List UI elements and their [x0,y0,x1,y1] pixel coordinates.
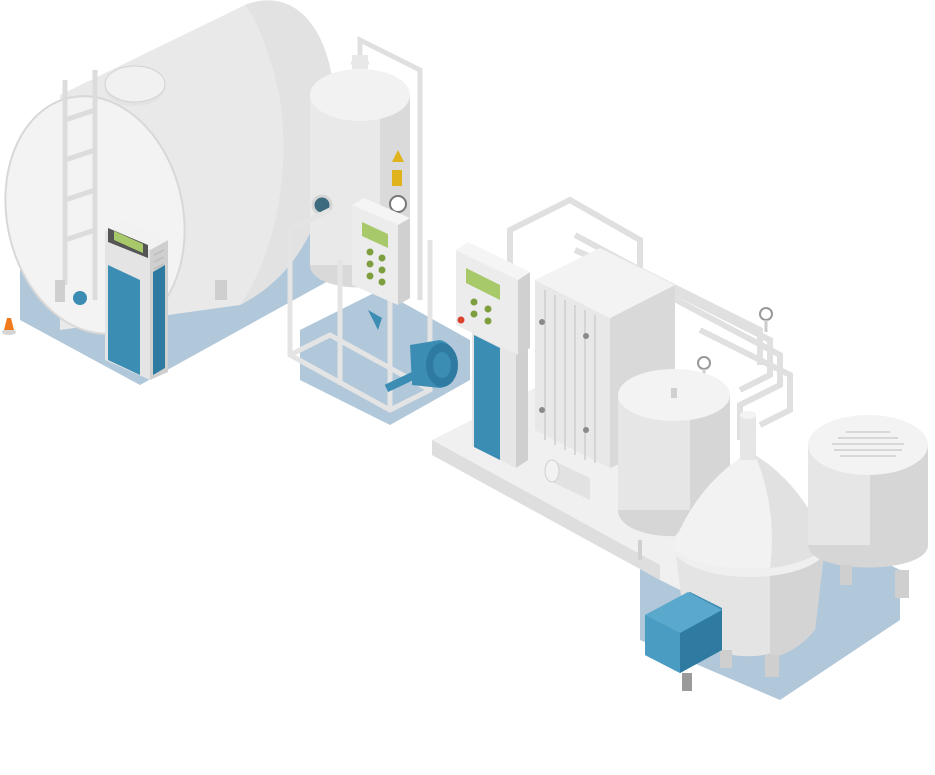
control-panel-icon [105,220,168,380]
filter-cylinder [544,459,590,500]
pump-icon [368,310,458,392]
control-panel-icon [456,242,530,468]
control-panel-icon [352,198,410,305]
motor-icon [808,415,928,598]
beacon-icon [2,318,16,335]
gearbox-icon [645,592,722,691]
